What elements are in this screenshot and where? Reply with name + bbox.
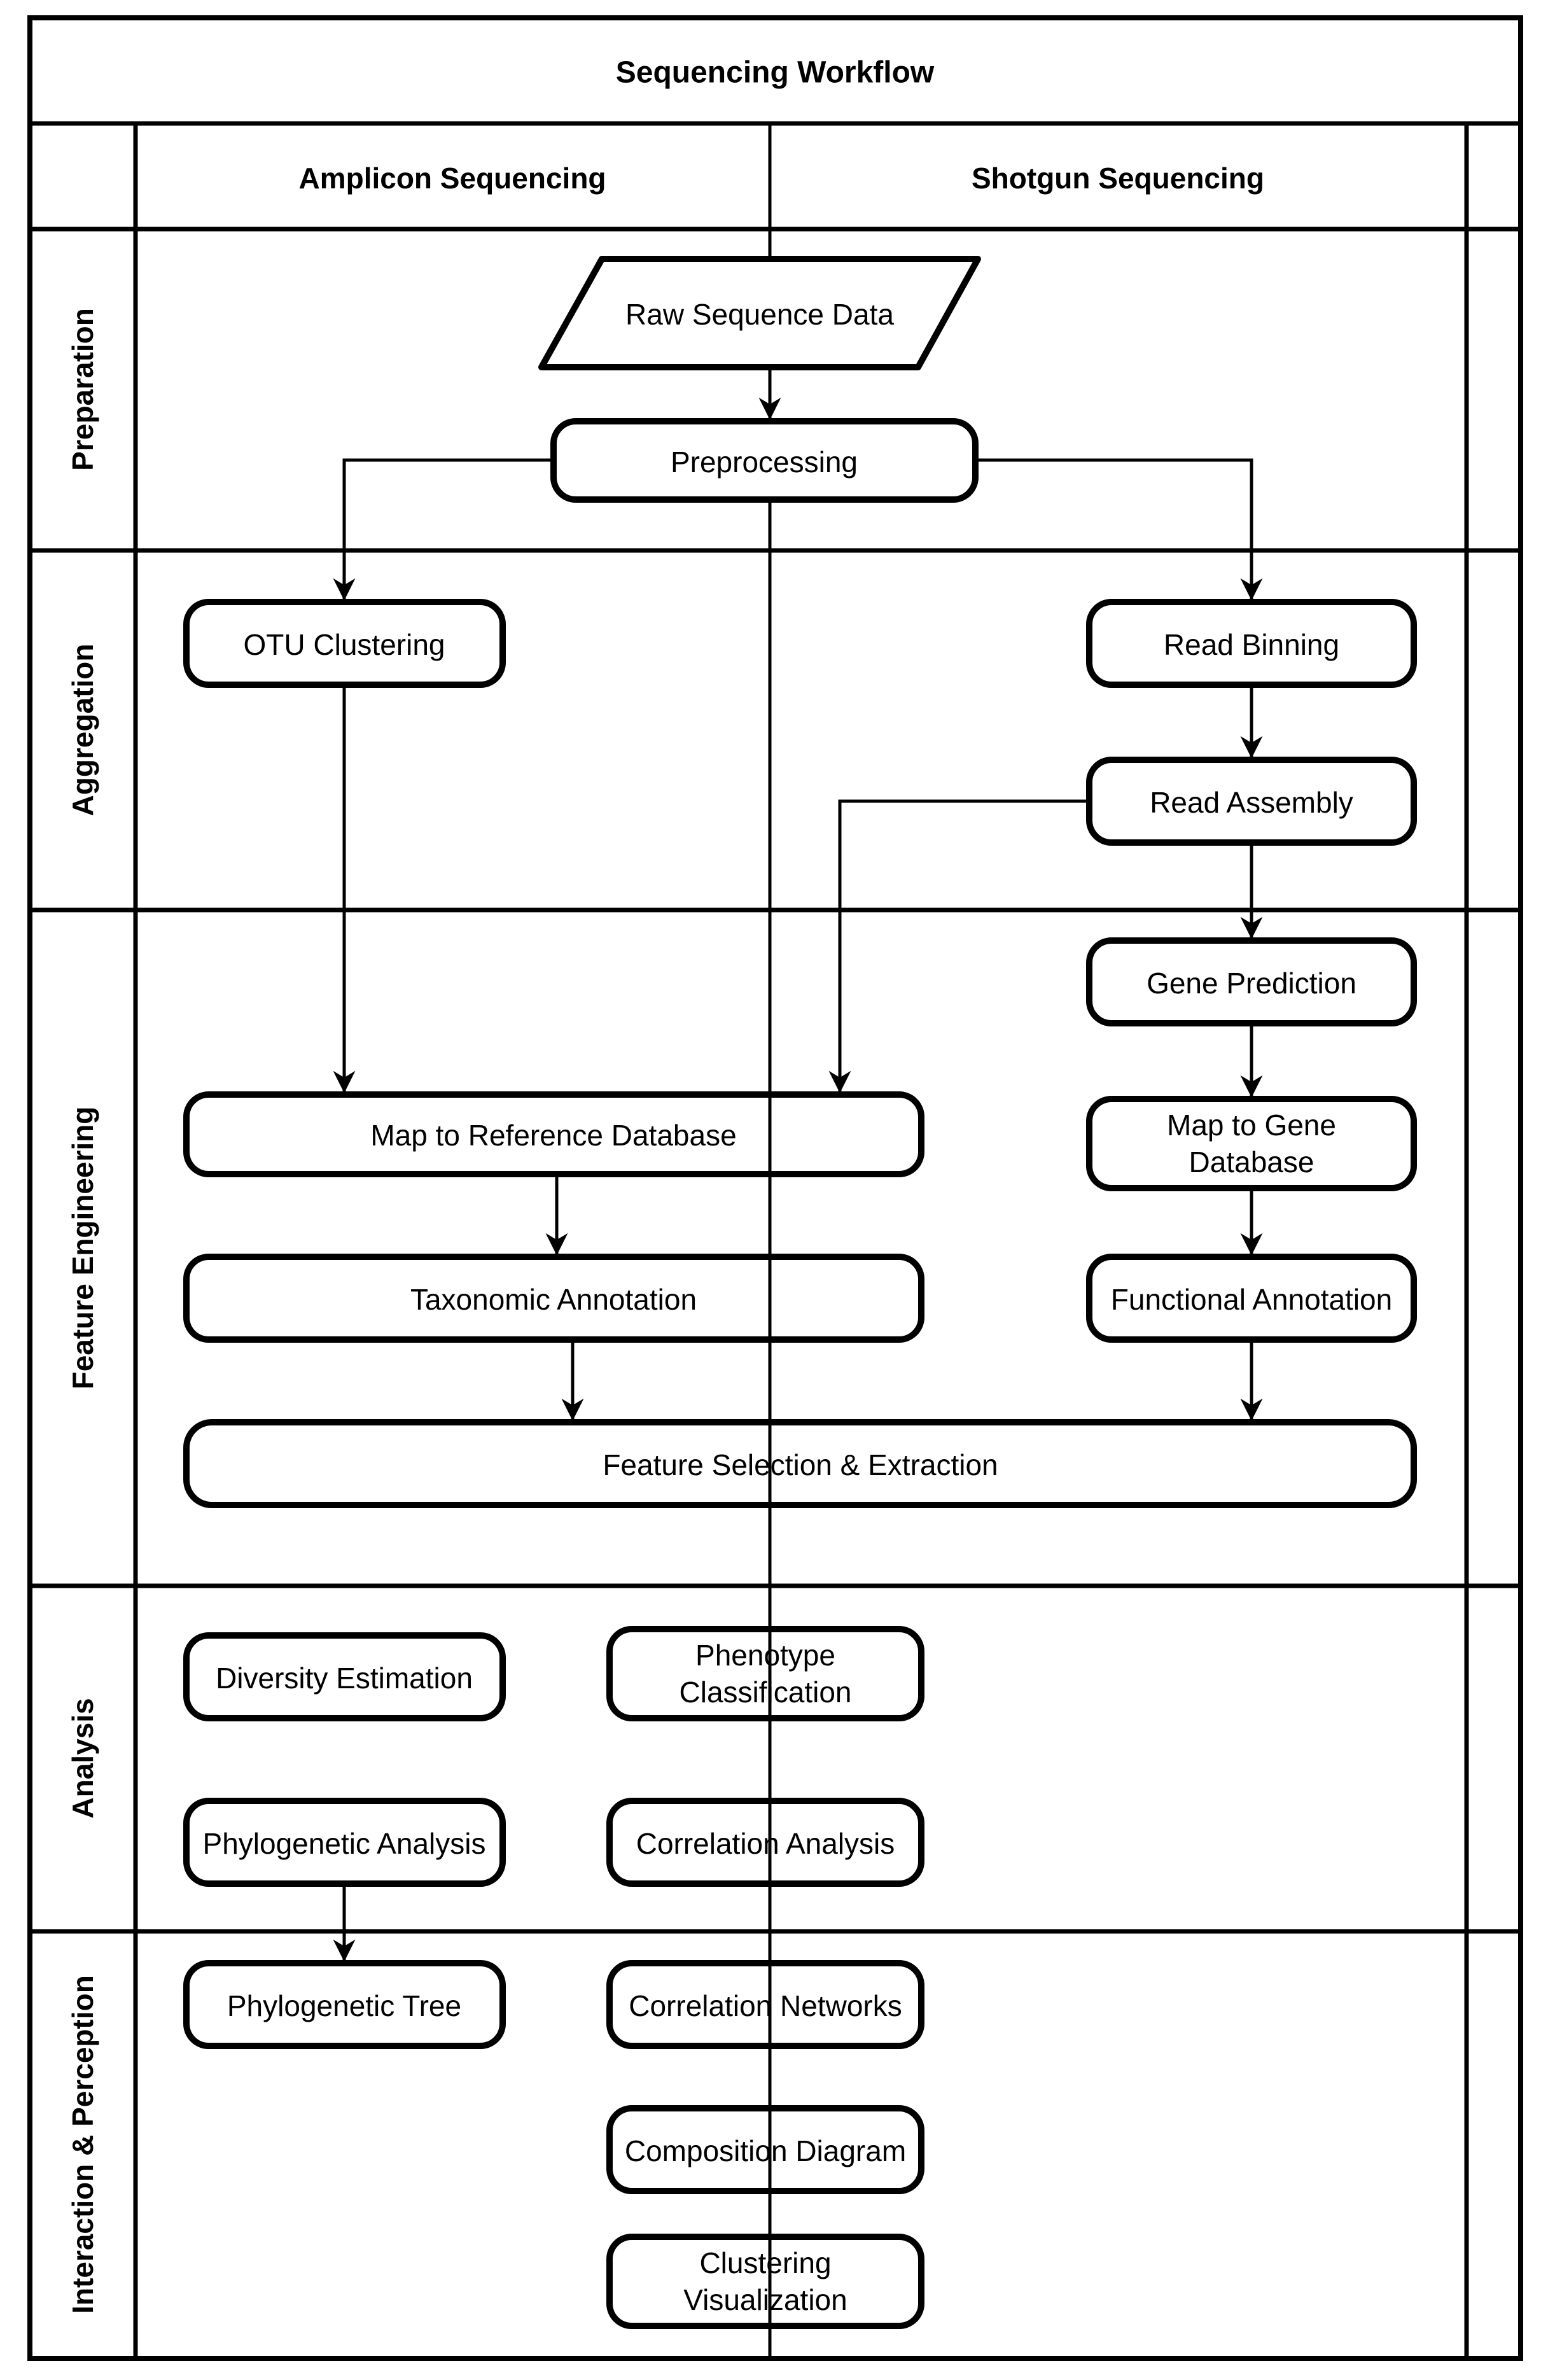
node-taxonomic-annotation (183, 1254, 924, 1343)
table-outer-border (27, 15, 1523, 2361)
node-correlation-analysis-label: Correlation Analysis (636, 1827, 895, 1860)
lane-label-analysis: Analysis (66, 1698, 99, 1818)
node-feature-selection-extraction (183, 1419, 1417, 1508)
node-phylogenetic-analysis-label: Phylogenetic Analysis (203, 1827, 486, 1860)
node-correlation-analysis (606, 1798, 924, 1887)
node-phenotype-classification (606, 1626, 924, 1721)
node-functional-annotation-label: Functional Annotation (1111, 1283, 1392, 1316)
lane-label-interaction-perception: Interaction & Perception (66, 1975, 99, 2314)
lane-label-aggregation: Aggregation (66, 644, 99, 816)
node-map-to-gene-database-label-line2: Database (1189, 1145, 1314, 1179)
node-phylogenetic-tree (183, 1960, 506, 2049)
node-labels: Raw Sequence Data Preprocessing OTU Clus… (203, 298, 1393, 2316)
edge-preprocessing-to-read-binning (975, 458, 1263, 601)
node-clustering-visualization-label-line2: Visualization (683, 2283, 847, 2316)
edge-read-assembly-to-map-to-reference-database (828, 799, 1089, 1093)
node-map-to-gene-database-label-line1: Map to Gene (1167, 1109, 1336, 1142)
edge-preprocessing-to-otu-clustering (333, 458, 554, 601)
node-read-binning-label: Read Binning (1164, 628, 1339, 661)
node-phylogenetic-tree-label: Phylogenetic Tree (227, 1989, 461, 2022)
node-correlation-networks-label: Correlation Networks (629, 1989, 902, 2022)
node-otu-clustering-label: OTU Clustering (244, 628, 445, 661)
side-node-shapes (183, 599, 1417, 2049)
node-composition-diagram-label: Composition Diagram (625, 2134, 906, 2167)
center-node-shapes (183, 1091, 1417, 2329)
column-header-amplicon: Amplicon Sequencing (298, 162, 606, 195)
swimlane-grid (27, 15, 1523, 2361)
node-correlation-networks (606, 1960, 924, 2049)
node-taxonomic-annotation-label: Taxonomic Annotation (410, 1283, 697, 1316)
node-raw-sequence-data (538, 256, 981, 370)
column-header-shotgun: Shotgun Sequencing (972, 162, 1264, 195)
node-map-to-reference-database-label: Map to Reference Database (370, 1119, 736, 1152)
node-diversity-estimation-label: Diversity Estimation (216, 1662, 473, 1695)
diagram-title: Sequencing Workflow (616, 56, 935, 90)
node-preprocessing-label: Preprocessing (671, 445, 858, 479)
node-clustering-visualization-label-line1: Clustering (699, 2246, 831, 2279)
node-phenotype-classification-label-line1: Phenotype (695, 1639, 835, 1672)
node-composition-diagram (606, 2105, 924, 2194)
node-clustering-visualization (606, 2234, 924, 2329)
headings: Sequencing Workflow Amplicon Sequencing … (66, 56, 1264, 2314)
node-map-to-reference-database (183, 1091, 924, 1177)
lane-label-preparation: Preparation (66, 308, 99, 471)
node-feature-selection-extraction-label: Feature Selection & Extraction (603, 1448, 998, 1481)
node-phenotype-classification-label-line2: Classification (680, 1676, 852, 1709)
node-gene-prediction-label: Gene Prediction (1147, 967, 1356, 1000)
node-diversity-estimation (183, 1632, 506, 1721)
edges (333, 367, 1263, 2358)
lane-label-feature-engineering: Feature Engineering (66, 1107, 99, 1390)
node-read-assembly-label: Read Assembly (1150, 786, 1353, 819)
node-raw-sequence-data-label: Raw Sequence Data (625, 298, 894, 331)
